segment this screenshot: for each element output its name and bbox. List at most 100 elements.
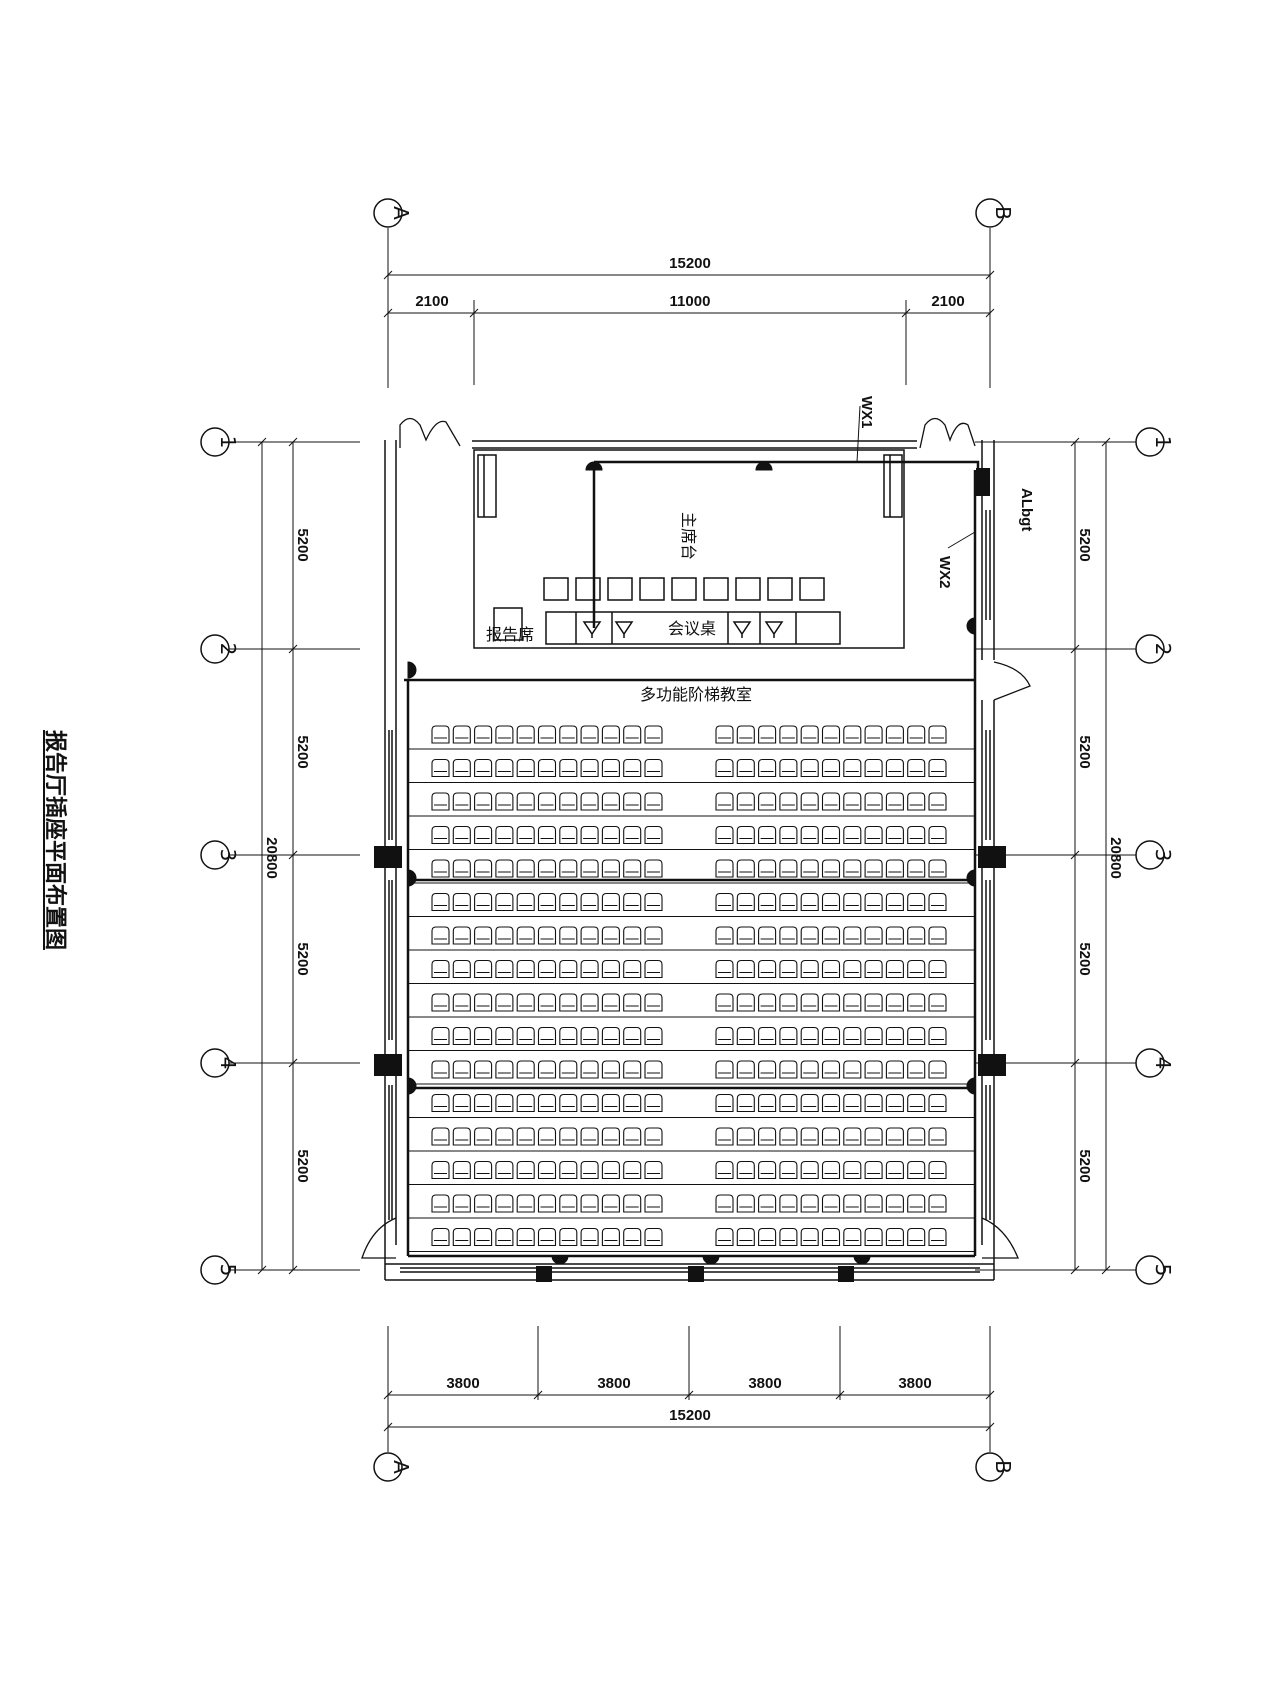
seat-icon <box>432 860 449 877</box>
seat-icon <box>581 1229 598 1246</box>
seat-icon <box>581 1095 598 1112</box>
seat-icon <box>581 827 598 844</box>
seat-icon <box>517 760 534 777</box>
seat-icon <box>496 994 513 1011</box>
seat-icon <box>737 760 754 777</box>
seat-icon <box>865 726 882 743</box>
floor-box-icon <box>688 1266 704 1282</box>
seat-icon <box>886 1095 903 1112</box>
circuit-labels: WX1 WX2 ALbgt <box>858 396 1035 589</box>
seat-icon <box>560 793 577 810</box>
seat-icon <box>496 1229 513 1246</box>
seat-icon <box>908 860 925 877</box>
seat-icon <box>517 860 534 877</box>
dim-bottom-seg-3: 3800 <box>748 1375 781 1392</box>
wiring <box>404 406 978 1256</box>
socket-icon <box>586 462 602 470</box>
seat-icon <box>453 1028 470 1045</box>
seat-icon <box>737 793 754 810</box>
seat-icon <box>844 961 861 978</box>
seat-icon <box>581 1195 598 1212</box>
seat-icon <box>737 894 754 911</box>
seat-icon <box>865 760 882 777</box>
seat-icon <box>801 1195 818 1212</box>
seat-icon <box>602 860 619 877</box>
seat-icon <box>716 726 733 743</box>
seat-icon <box>496 894 513 911</box>
seat-icon <box>453 961 470 978</box>
seat-icon <box>475 1095 492 1112</box>
seat-icon <box>759 927 776 944</box>
seat-icon <box>759 1128 776 1145</box>
stage-chair <box>736 578 760 600</box>
seat-icon <box>539 1061 556 1078</box>
dim-left-seg-4: 5200 <box>294 1149 311 1182</box>
seat-icon <box>823 894 840 911</box>
seat-icon <box>475 793 492 810</box>
seat-icon <box>908 1229 925 1246</box>
seat-icon <box>908 1061 925 1078</box>
seat-icon <box>801 927 818 944</box>
svg-text:1: 1 <box>1151 436 1175 449</box>
seat-icon <box>886 760 903 777</box>
seat-icon <box>539 1162 556 1179</box>
seat-icon <box>560 894 577 911</box>
seat-icon <box>645 1095 662 1112</box>
seat-icon <box>517 961 534 978</box>
seat-icon <box>759 1229 776 1246</box>
seat-icon <box>453 793 470 810</box>
dim-top-seg-1: 2100 <box>415 293 448 310</box>
seat-icon <box>908 827 925 844</box>
seat-icon <box>560 726 577 743</box>
door-bottom-right <box>982 1218 1018 1258</box>
seat-icon <box>517 927 534 944</box>
svg-text:3: 3 <box>1151 849 1175 862</box>
seat-icon <box>475 760 492 777</box>
seat-icon <box>865 1229 882 1246</box>
mic-icon <box>766 622 782 638</box>
seat-icon <box>602 1162 619 1179</box>
seat-icon <box>908 894 925 911</box>
seat-icon <box>602 827 619 844</box>
seat-icon <box>539 860 556 877</box>
panel-boxes <box>374 468 1006 1282</box>
seat-icon <box>581 1162 598 1179</box>
seat-icon <box>624 726 641 743</box>
seat-icon <box>602 894 619 911</box>
seat-icon <box>759 894 776 911</box>
seat-icon <box>929 894 946 911</box>
seat-icon <box>432 1128 449 1145</box>
seat-icon <box>432 927 449 944</box>
seat-icon <box>560 1195 577 1212</box>
seat-icon <box>780 1128 797 1145</box>
seat-icon <box>560 961 577 978</box>
stage-chair <box>576 578 600 600</box>
seat-icon <box>624 1095 641 1112</box>
seat-icon <box>453 1162 470 1179</box>
seat-icon <box>801 1028 818 1045</box>
seat-icon <box>801 1095 818 1112</box>
seat-icon <box>929 793 946 810</box>
seat-icon <box>453 994 470 1011</box>
seat-icon <box>929 827 946 844</box>
seat-icon <box>539 961 556 978</box>
seat-icon <box>517 1095 534 1112</box>
seat-icon <box>886 827 903 844</box>
seat-icon <box>801 994 818 1011</box>
seat-icon <box>475 827 492 844</box>
seat-icon <box>780 760 797 777</box>
stage-chair <box>544 578 568 600</box>
axis-b-top: B <box>976 199 1015 227</box>
stage-chair <box>704 578 728 600</box>
seat-icon <box>865 1061 882 1078</box>
seat-icon <box>624 994 641 1011</box>
seat-icon <box>780 1229 797 1246</box>
drawing-title-group: 报告厅插座平面布置图 <box>42 730 68 950</box>
seat-icon <box>865 1162 882 1179</box>
seat-icon <box>929 927 946 944</box>
floor-box-icon <box>978 1054 1006 1076</box>
stage-chair <box>672 578 696 600</box>
dim-bottom-total: 15200 <box>669 1407 711 1424</box>
seat-icon <box>581 1061 598 1078</box>
seat-icon <box>624 827 641 844</box>
